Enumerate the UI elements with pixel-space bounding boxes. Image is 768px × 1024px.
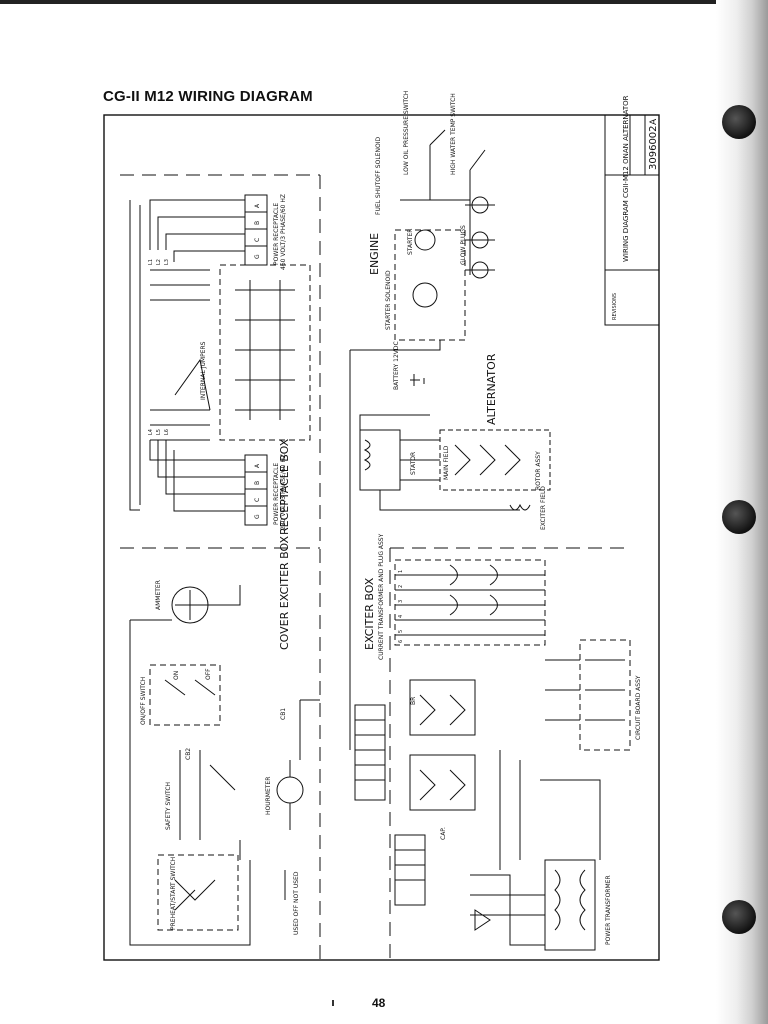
- cb1-label: CB1: [280, 708, 287, 720]
- page-title: CG-II M12 WIRING DIAGRAM: [103, 88, 313, 105]
- starter-solenoid-label: STARTER SOLENOID: [385, 270, 392, 330]
- revisions-label: REVISIONS: [612, 293, 618, 320]
- oil-switch-label: LOW OIL PRESSURE SWITCH: [403, 91, 410, 175]
- receptacle-bottom-terminal: G: [254, 514, 261, 519]
- binder-hole-icon: [722, 500, 756, 534]
- line-label: L5: [156, 429, 162, 435]
- water-switch-label: HIGH WATER TEMP SWITCH: [450, 93, 457, 175]
- battery-label: BATTERY 12VDC: [393, 341, 400, 390]
- exciter-box-label: EXCITER BOX: [363, 577, 376, 650]
- exciter-row-number: 3: [398, 600, 404, 603]
- main-field-label: MAIN FIELD: [443, 445, 450, 480]
- on-label: ON: [173, 671, 180, 680]
- circuit-board-label: CIRCUIT BOARD ASSY: [635, 675, 642, 740]
- engine-label: ENGINE: [368, 233, 381, 275]
- line-label: L6: [164, 429, 170, 435]
- drawing-number: 3096002: [648, 125, 659, 170]
- power-receptacle-bottom-spec: 230 VOLT/3 PHASE/60 HZ: [280, 454, 287, 530]
- hourmeter-label: HOURMETER: [265, 777, 272, 815]
- page-number: 48: [372, 996, 386, 1010]
- line-label: L1: [148, 259, 154, 265]
- line-label: L2: [156, 259, 162, 265]
- fuel-solenoid-label: FUEL SHUTOFF SOLENOID: [375, 137, 382, 215]
- receptacle-top-terminal: B: [254, 221, 261, 225]
- off-label: OFF: [205, 668, 212, 680]
- power-receptacle-top-label: POWER RECEPTACLE: [273, 203, 280, 265]
- receptacle-bottom-terminal: A: [254, 463, 261, 468]
- cover-exciter-box-label: COVER EXCITER BOX: [278, 536, 291, 650]
- binder-hole-icon: [722, 900, 756, 934]
- receptacle-bottom-terminal: B: [254, 481, 261, 485]
- receptacle-top-terminal: G: [254, 254, 261, 259]
- current-transformer-label: CURRENT TRANSFORMER AND PLUG ASSY: [378, 533, 385, 660]
- used-off-label: USED OFF NOT USED: [293, 871, 300, 935]
- exciter-row-number: 4: [398, 615, 404, 618]
- exciter-row-number: 6: [398, 640, 404, 643]
- on-off-switch-label: ON/OFF SWITCH: [140, 677, 147, 725]
- preheat-start-switch-label: PREHEAT/START SWITCH: [170, 857, 177, 930]
- rotor-assy-label: ROTOR ASSY: [535, 451, 542, 490]
- receptacle-box-label: RECEPTACLE BOX: [278, 438, 291, 535]
- alternator-label: ALTERNATOR: [485, 353, 498, 425]
- exciter-field-label: EXCITER FIELD: [540, 486, 547, 530]
- receptacle-bottom-terminal: C: [254, 498, 261, 502]
- br-label: BR: [410, 697, 417, 705]
- internal-jumpers-label: INTERNAL JUMPERS: [200, 341, 207, 400]
- cap-label: CAP.: [440, 827, 447, 840]
- page-top-edge: [0, 0, 768, 4]
- receptacle-top-terminal: A: [254, 203, 261, 208]
- exciter-row-number: 1: [398, 570, 404, 573]
- line-label: L4: [148, 429, 154, 435]
- receptacle-top-terminal: C: [254, 238, 261, 242]
- ammeter-label: AMMETER: [155, 580, 162, 610]
- stator-label: STATOR: [410, 452, 417, 475]
- cb2-label: CB2: [185, 748, 192, 760]
- glow-plugs-label: GLOW PLUGS: [460, 225, 467, 265]
- revision-letter: A: [649, 118, 659, 125]
- line-label: L3: [164, 259, 170, 265]
- power-receptacle-bottom-label: POWER RECEPTACLE: [273, 463, 280, 525]
- exciter-row-number: 2: [398, 585, 404, 588]
- binder-hole-icon: [722, 105, 756, 139]
- power-transformer-label: POWER TRANSFORMER: [605, 875, 612, 945]
- starter-label: STARTER: [407, 229, 414, 255]
- power-receptacle-top-spec: 460 VOLT/3 PHASE/60 HZ: [280, 194, 287, 270]
- drawing-title: WIRING DIAGRAM CGII-M12 ONAN ALTERNATOR: [622, 95, 630, 262]
- page-mark: [332, 1000, 334, 1006]
- exciter-row-number: 5: [398, 630, 404, 633]
- safety-switch-label: SAFETY SWITCH: [165, 782, 172, 830]
